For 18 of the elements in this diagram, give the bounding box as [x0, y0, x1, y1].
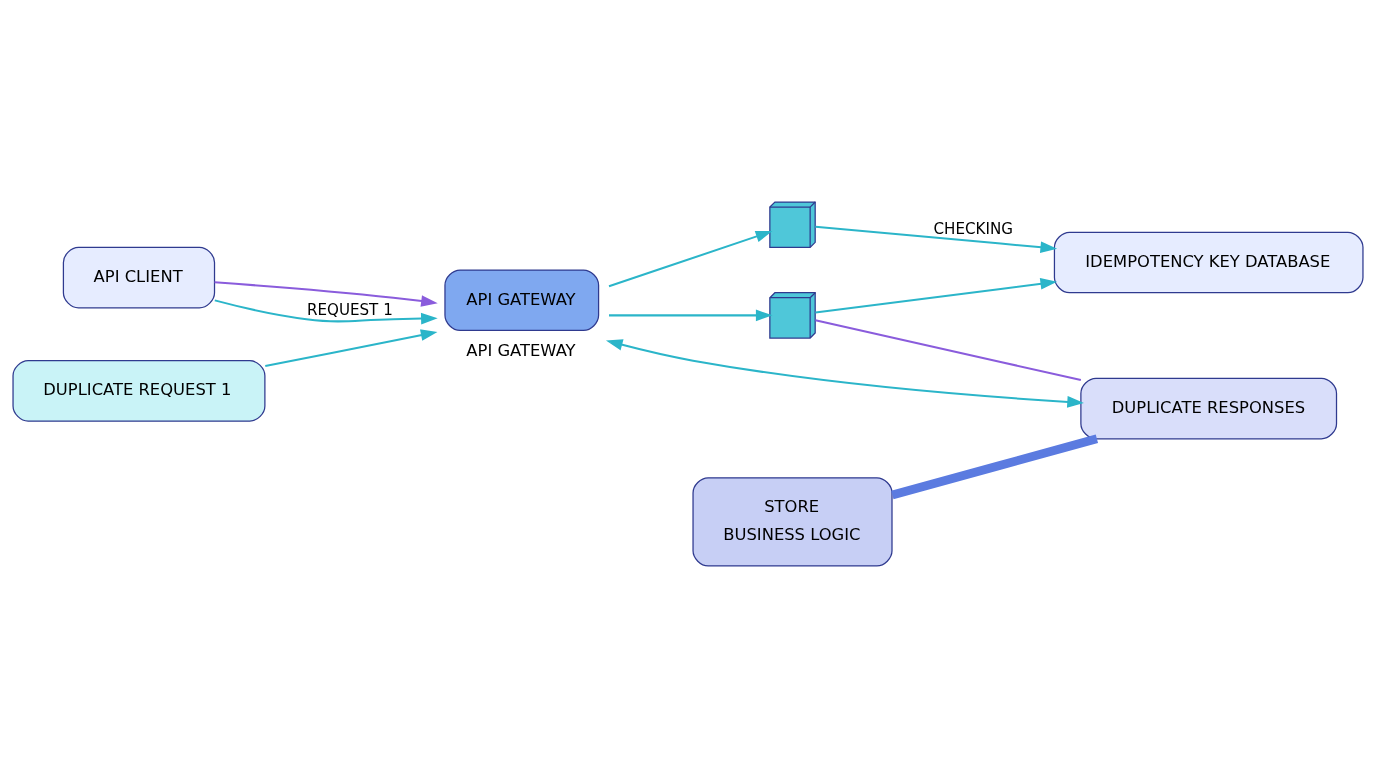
arrow — [265, 329, 438, 368]
connector — [815, 319, 1082, 382]
node-box: API CLIENT — [62, 246, 216, 309]
edge-label: CHECKING — [933, 220, 1013, 239]
arrow — [605, 339, 1084, 408]
arrow — [815, 278, 1058, 314]
arrow — [815, 225, 1058, 254]
connector — [891, 434, 1099, 500]
arrow — [214, 281, 438, 307]
node-box: STORE BUSINESS LOGIC — [692, 477, 893, 567]
node-label: API GATEWAY — [466, 341, 576, 361]
arrow — [214, 299, 438, 325]
node-box: IDEMPOTENCY KEY DATABASE — [1053, 231, 1364, 294]
arrow — [608, 230, 773, 288]
edge-label: REQUEST 1 — [307, 300, 393, 319]
node-box: DUPLICATE RESPONSES — [1080, 377, 1338, 440]
node-box: DUPLICATE REQUEST 1 — [12, 360, 266, 422]
arrow — [609, 309, 773, 322]
